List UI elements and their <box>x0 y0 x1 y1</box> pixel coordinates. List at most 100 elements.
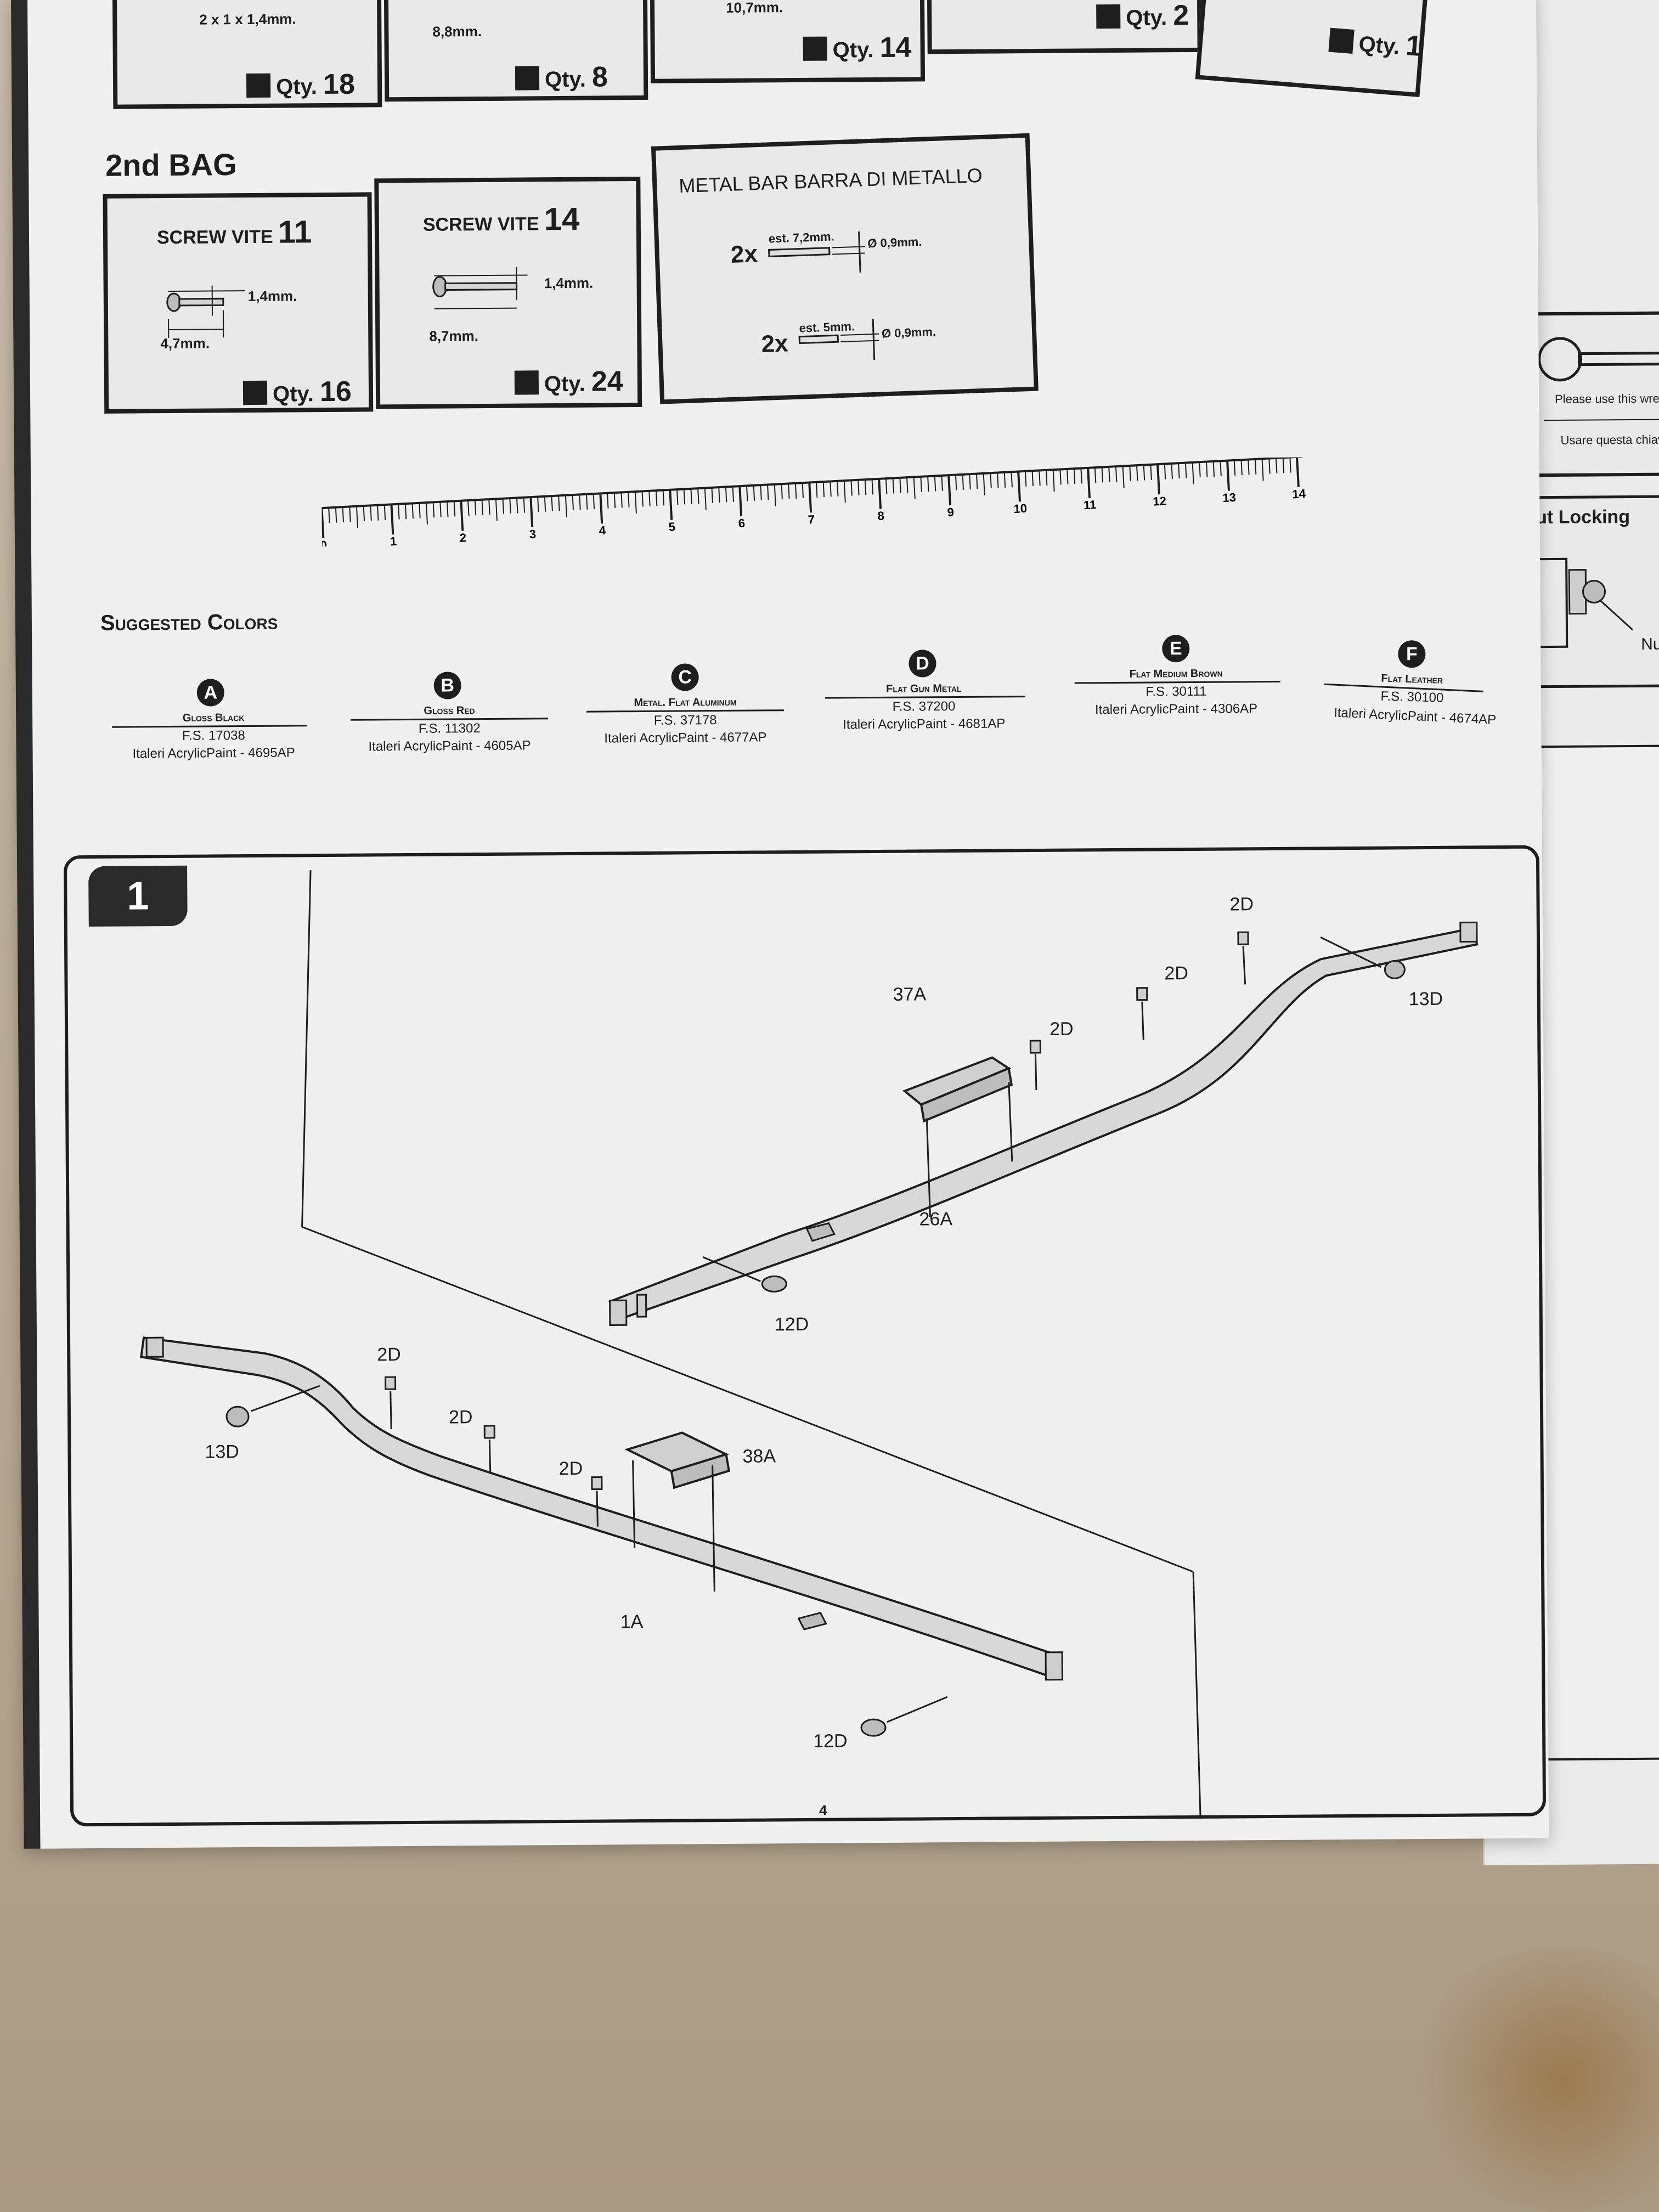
step-1-diagram <box>140 870 1479 1819</box>
ruler-tick <box>1254 459 1257 475</box>
ruler-tick <box>857 479 860 495</box>
ruler-tick <box>349 506 351 522</box>
ruler-tick <box>453 501 456 517</box>
nut-locking-box: Nut Locking Nut <box>1514 494 1659 689</box>
ruler-tick <box>822 482 825 498</box>
color-a-name: Gloss Black <box>182 712 245 724</box>
ruler-tick <box>419 503 421 518</box>
ruler-tick <box>1073 469 1076 484</box>
color-d-fs: F.S. 37200 <box>892 699 956 714</box>
ruler-tick <box>558 495 560 511</box>
ruler-label: 0 <box>321 538 328 546</box>
ruler-tick <box>377 505 379 521</box>
wrench-box: Please use this wre Usare questa chiav <box>1512 311 1659 477</box>
ruler-tick <box>474 500 477 516</box>
ruler-tick <box>788 483 790 499</box>
label-26a: 26A <box>919 1209 953 1230</box>
ruler-tick <box>641 491 644 507</box>
qty-square-icon <box>242 380 268 405</box>
label-37a: 37A <box>893 984 927 1005</box>
suggested-colors-title: Suggested Colors <box>100 610 278 635</box>
color-c-product: Italeri AcrylicPaint - 4677AP <box>604 730 767 746</box>
ruler-label: 13 <box>1222 490 1237 505</box>
screw-14-box: SCREW VITE 14 1,4mm. 8,7mm. Qty. 24 <box>374 176 642 409</box>
ruler-tick <box>1199 462 1201 478</box>
ruler-label: 11 <box>1083 498 1097 512</box>
screw-14-dia: 1,4mm. <box>544 274 594 292</box>
ruler-tick <box>711 487 713 503</box>
ruler-tick <box>913 477 916 499</box>
ruler-tick <box>495 499 498 521</box>
ruler-label: 9 <box>947 505 955 520</box>
second-bag-title: 2nd BAG <box>105 147 237 183</box>
screw-11-label: SCREW VITE 11 <box>156 214 312 250</box>
ruler-tick <box>613 493 616 509</box>
ruler-tick <box>669 489 673 520</box>
ruler-tick <box>878 478 882 509</box>
bag1-item-1-qty: Qty. 18 <box>246 68 355 101</box>
screw-11-length: 4,7mm. <box>160 335 210 352</box>
screw-11-qty: Qty. 16 <box>242 375 352 409</box>
label-2d-e: 2D <box>448 1407 473 1428</box>
color-d-name: Flat Gun Metal <box>885 682 962 695</box>
color-e-badge: E <box>1162 635 1190 663</box>
wrench-text-en: Please use this wre <box>1554 391 1659 406</box>
ruler-tick <box>481 499 483 515</box>
screw-14-diagram <box>432 267 528 309</box>
ruler-label: 7 <box>808 512 815 527</box>
bag1-item-5: Qty. 1 <box>1195 0 1429 98</box>
bag1-item-2: 8,8mm. Qty. 8 <box>383 0 648 102</box>
wrench-icon <box>1538 337 1659 382</box>
ruler-tick <box>1052 470 1055 492</box>
bag1-item-4: Qty. 2 <box>927 0 1202 54</box>
ruler-tick <box>1087 467 1091 498</box>
color-c-name: Metal. Flat Aluminum <box>634 696 737 709</box>
label-2d-c: 2D <box>1049 1018 1074 1040</box>
ruler-tick <box>1024 471 1027 487</box>
ruler-tick <box>447 501 449 517</box>
ruler-tick <box>837 481 839 496</box>
ruler-tick <box>390 504 394 535</box>
ruler-tick <box>599 493 603 524</box>
floor-stain <box>1399 1948 1659 2211</box>
ruler-tick <box>1205 461 1208 477</box>
qty-square-icon <box>515 66 540 91</box>
label-12d-lower: 12D <box>813 1730 848 1752</box>
ruler-tick <box>1039 470 1041 486</box>
ruler-tick <box>620 492 623 508</box>
metal-bar-2-diagram <box>798 318 879 360</box>
ruler-tick <box>1296 457 1300 487</box>
ruler-tick <box>1094 467 1097 483</box>
ruler-tick <box>871 479 873 495</box>
label-2d-a: 2D <box>1229 894 1254 915</box>
ruler-tick <box>1101 467 1103 483</box>
ruler-tick <box>565 495 567 517</box>
ruler-tick <box>1171 463 1173 479</box>
ruler-tick <box>738 486 743 517</box>
label-13d-lower: 13D <box>205 1441 239 1463</box>
ruler-label: 12 <box>1153 494 1167 509</box>
ruler-tick <box>1261 459 1264 481</box>
ruler-tick <box>843 481 846 503</box>
ruler-tick <box>760 485 762 501</box>
ruler-tick <box>1045 470 1048 486</box>
ruler-tick <box>648 490 651 506</box>
ruler-tick <box>460 500 464 531</box>
bag1-item-4-qty: Qty. 2 <box>1096 0 1189 32</box>
metal-bar-1-count: 2x <box>730 240 758 268</box>
ruler-tick <box>1156 464 1160 495</box>
bag1-item-5-qty: Qty. 1 <box>1328 23 1423 63</box>
wrench-text-it: Usare questa chiav <box>1560 432 1659 447</box>
qty-square-icon <box>246 73 271 98</box>
ruler-tick <box>370 505 372 521</box>
bag1-item-1: 2 x 1 x 1,4mm. Qty. 18 <box>112 0 382 109</box>
ruler-tick <box>830 481 832 497</box>
ruler-tick <box>1220 461 1222 477</box>
bag1-item-2-dim: 8,8mm. <box>432 23 482 40</box>
color-a-fs: F.S. 17038 <box>182 728 245 743</box>
metal-bar-2-dia: Ø 0,9mm. <box>881 324 936 341</box>
color-e-fs: F.S. 30111 <box>1146 684 1207 699</box>
ruler-tick <box>815 482 818 498</box>
ruler-tick <box>941 475 943 491</box>
ruler-tick <box>551 496 553 512</box>
